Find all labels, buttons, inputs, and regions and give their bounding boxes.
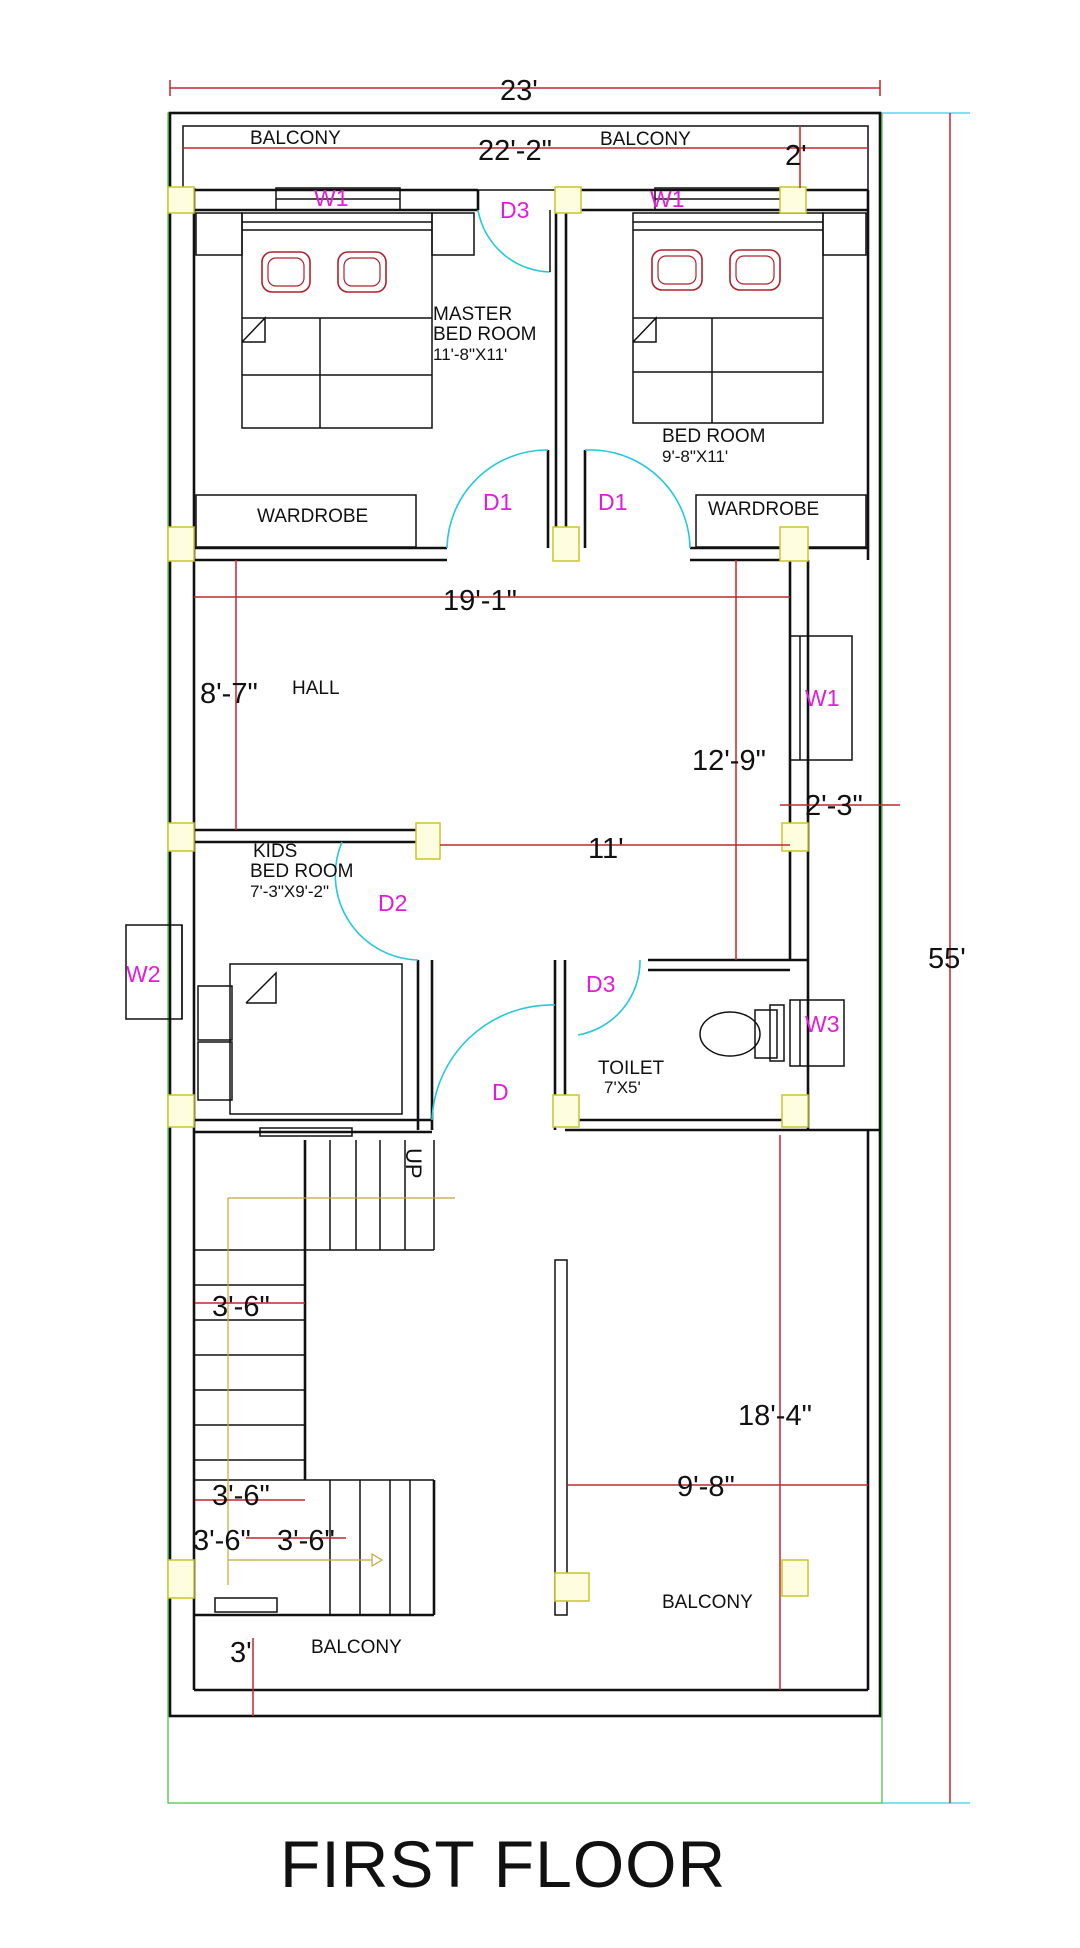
tag-w1-hall: W1 xyxy=(805,685,840,711)
label-toilet-size: 7'X5' xyxy=(604,1078,641,1097)
balcony-partition xyxy=(554,1259,568,1616)
dimension-lines xyxy=(169,80,951,1803)
label-kids-bedroom: BED ROOM xyxy=(250,861,353,882)
door-swing-d1-left xyxy=(446,449,549,549)
dim-overall-length: 55' xyxy=(928,943,966,975)
label-stair-up: UP xyxy=(401,1148,426,1179)
label-master-size: 11'-8"X11' xyxy=(433,345,507,364)
dim-bottom-balcony-depth: 3' xyxy=(230,1637,252,1669)
kids-bed xyxy=(197,963,403,1115)
tag-w1-master: W1 xyxy=(314,185,349,211)
dim-stair-left: 3'-6" xyxy=(193,1525,251,1557)
dim-kids-to-right: 11' xyxy=(588,833,624,865)
label-balcony-top-right: BALCONY xyxy=(600,129,691,150)
columns xyxy=(167,186,809,1602)
site-boundary xyxy=(167,112,883,1804)
master-bed xyxy=(195,212,475,429)
tag-d1-right: D1 xyxy=(598,489,627,515)
tag-d3-top: D3 xyxy=(500,197,529,223)
door-swing-d xyxy=(431,1004,556,1121)
label-bedroom-size: 9'-8"X11' xyxy=(662,447,728,466)
tag-d3-toilet: D3 xyxy=(586,971,615,997)
label-hall: HALL xyxy=(292,678,340,699)
dim-hall-depth: 8'-7" xyxy=(200,678,258,710)
dim-hall-width: 19'-1" xyxy=(443,585,517,617)
wardrobe-left xyxy=(195,494,417,548)
tag-w2: W2 xyxy=(126,961,161,987)
guest-bed xyxy=(632,212,867,424)
label-balcony-bottom-left: BALCONY xyxy=(311,1637,402,1658)
label-master-bedroom: MASTER xyxy=(433,304,512,325)
label-wardrobe-right: WARDROBE xyxy=(708,499,819,520)
label-kids: KIDS xyxy=(253,841,297,862)
dim-stair-right: 3'-6" xyxy=(277,1525,335,1557)
dim-overall-width: 23' xyxy=(500,75,538,107)
dim-window-offset: 2'-3" xyxy=(805,790,863,822)
tag-d: D xyxy=(492,1079,509,1105)
staircase xyxy=(194,1140,455,1617)
label-balcony-bottom-right: BALCONY xyxy=(662,1592,753,1613)
window-w3 xyxy=(789,999,845,1067)
label-toilet: TOILET xyxy=(598,1058,665,1079)
label-bedroom: BED ROOM xyxy=(662,426,765,447)
dim-balcony-depth: 2' xyxy=(785,140,807,172)
window-w1-hall xyxy=(789,635,853,761)
label-balcony-top-left: BALCONY xyxy=(250,128,341,149)
label-kids-size: 7'-3"X9'-2" xyxy=(250,882,329,901)
door-swing-d3-toilet xyxy=(577,959,641,1036)
dim-balcony-width: 22'-2" xyxy=(478,135,552,167)
outer-wall xyxy=(168,111,882,1718)
top-balcony-parapet xyxy=(182,125,869,191)
door-swing-d1-right xyxy=(584,449,691,549)
drawing-title: FIRST FLOOR xyxy=(280,1827,726,1901)
door-swing-d2 xyxy=(334,841,419,961)
tag-d2: D2 xyxy=(378,890,407,916)
dim-stair-landing: 3'-6" xyxy=(212,1480,270,1512)
wc-fixture xyxy=(699,1004,785,1062)
dim-stair-width: 3'-6" xyxy=(212,1291,270,1323)
tag-w3: W3 xyxy=(805,1011,840,1037)
door-swing-d3-top xyxy=(477,209,551,273)
label-wardrobe-left: WARDROBE xyxy=(257,506,368,527)
dim-right-balcony-length: 18'-4" xyxy=(738,1400,812,1432)
dim-right-depth: 12'-9" xyxy=(692,745,766,777)
tag-w1-bed: W1 xyxy=(650,186,685,212)
dim-right-balcony-width: 9'-8" xyxy=(677,1471,735,1503)
label-master-bedroom-2: BED ROOM xyxy=(433,324,536,345)
tag-d1-left: D1 xyxy=(483,489,512,515)
